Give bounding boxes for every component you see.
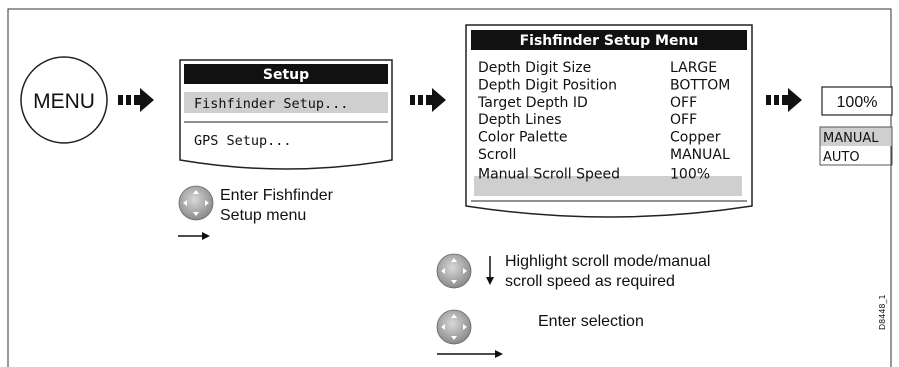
value-box-text: 100% (837, 94, 878, 111)
menu-row-value: OFF (670, 95, 697, 111)
menu-row-label[interactable]: Depth Digit Size (478, 60, 591, 76)
setup-screen: Setup Fishfinder Setup... GPS Setup... (179, 59, 393, 170)
menu-row-value: LARGE (670, 60, 717, 76)
fishfinder-row-highlight (474, 176, 742, 196)
menu-button-label: MENU (33, 90, 95, 113)
step3-label: Enter selection (538, 313, 644, 330)
menu-row-value: OFF (670, 112, 697, 128)
menu-row-label[interactable]: Depth Digit Position (478, 77, 617, 93)
setup-item-gps[interactable]: GPS Setup... (194, 133, 292, 149)
menu-row-value: Copper (670, 130, 721, 146)
trackpad-icon (436, 253, 472, 289)
trackpad-icon (178, 185, 214, 221)
menu-button[interactable]: MENU (20, 56, 108, 144)
value-box[interactable]: 100% (821, 86, 893, 116)
menu-row-label[interactable]: Target Depth ID (477, 95, 588, 111)
step1-line1: Enter Fishfinder (220, 187, 334, 204)
frame (7, 8, 892, 367)
option-highlight (820, 127, 892, 146)
figure-id: D8448_1 (878, 294, 887, 330)
flow-arrow-3 (766, 88, 802, 112)
step2-instruction: Highlight scroll mode/manual scroll spee… (436, 253, 710, 290)
setup-item-highlight (184, 92, 388, 113)
menu-row-label[interactable]: Scroll (478, 147, 516, 163)
fishfinder-setup-screen: Fishfinder Setup Menu Depth Digit Size LA… (465, 24, 753, 218)
scroll-mode-options: MANUAL AUTO (819, 126, 893, 166)
menu-row-label[interactable]: Color Palette (478, 130, 568, 146)
step2-line2: scroll speed as required (505, 273, 675, 290)
menu-row-label[interactable]: Depth Lines (478, 112, 562, 128)
step2-line1: Highlight scroll mode/manual (505, 253, 710, 270)
option-auto[interactable]: AUTO (823, 150, 860, 165)
step3-instruction: Enter selection (436, 309, 644, 358)
flow-arrow-2 (410, 88, 446, 112)
menu-row-label[interactable]: Manual Scroll Speed (478, 166, 620, 182)
flow-arrow-1 (118, 88, 154, 112)
option-manual[interactable]: MANUAL (823, 131, 879, 146)
menu-row-value: BOTTOM (670, 77, 730, 93)
menu-row-value: 100% (670, 166, 710, 182)
fishfinder-title: Fishfinder Setup Menu (520, 33, 699, 49)
trackpad-icon (436, 309, 472, 345)
setup-title-bar (184, 64, 388, 84)
fishfinder-title-bar (471, 30, 747, 50)
step1-instruction: Enter Fishfinder Setup menu (178, 185, 334, 240)
setup-item-fishfinder[interactable]: Fishfinder Setup... (194, 96, 348, 112)
step1-line2: Setup menu (220, 207, 306, 224)
menu-row-value: MANUAL (670, 147, 730, 163)
setup-title: Setup (263, 67, 309, 83)
